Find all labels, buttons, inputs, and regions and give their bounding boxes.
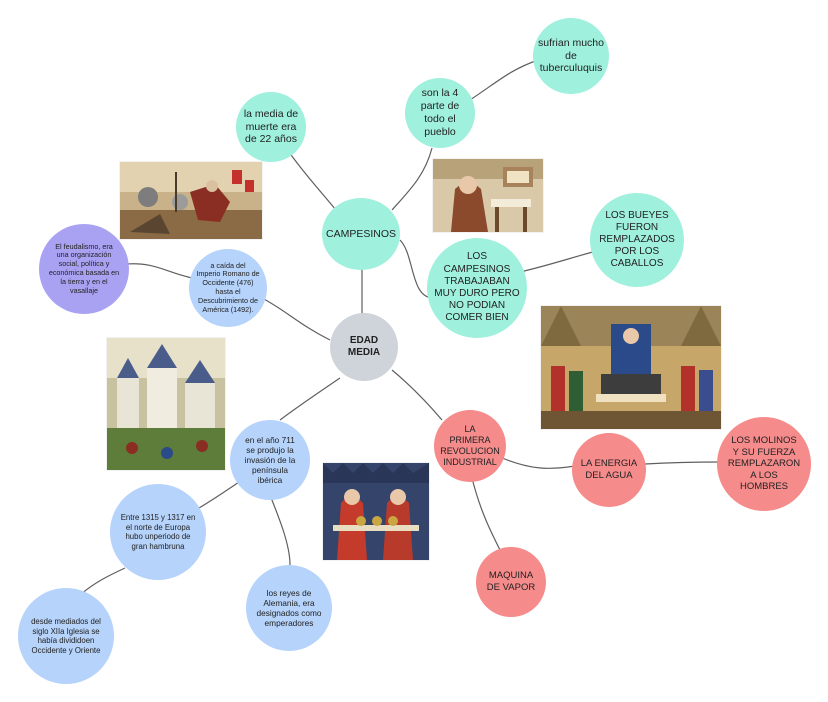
campesinos-label: CAMPESINOS [325, 227, 396, 240]
merchants-icon [323, 463, 429, 560]
media-muerte-label: la media de muerte era de 22 años [243, 107, 299, 146]
link-center-revolucion [391, 369, 443, 421]
reyes-label: los reyes de Alemania, era designados co… [256, 587, 322, 629]
link-revolucion-energia [499, 456, 576, 469]
node-invasion[interactable]: en el año 711 se produjo la invasión de … [230, 420, 310, 500]
node-campesinos[interactable]: CAMPESINOS [322, 198, 400, 270]
node-cuarta-parte[interactable]: son la 4 parte de todo el pueblo [405, 78, 475, 148]
node-caida-imperio[interactable]: a caída del Imperio Romano de Occidente … [189, 249, 267, 327]
tuberculosis-label: sufrian mucho de tuberculuquis [538, 36, 604, 75]
link-campesinos-cuarta [391, 147, 433, 211]
caida-label: a caída del Imperio Romano de Occidente … [196, 260, 260, 314]
node-bueyes[interactable]: LOS BUEYES FUERON REMPLAZADOS POR LOS CA… [590, 193, 684, 287]
revolucion-label: LA PRIMERA REVOLUCION INDUSTRIAL [440, 424, 500, 467]
link-revolucion-vapor [471, 477, 501, 551]
link-energia-molinos [644, 461, 721, 465]
node-hambruna[interactable]: Entre 1315 y 1317 en el norte de Europa … [110, 484, 206, 580]
battle-painting-icon [120, 162, 262, 239]
link-cuarta-tuberculosis [469, 59, 539, 101]
link-trabajo-bueyes [519, 249, 601, 273]
link-center-invasion [279, 377, 341, 421]
node-tuberculosis[interactable]: sufrian mucho de tuberculuquis [533, 18, 609, 94]
iglesia-label: desde mediados del siglo XIIa Iglesia se… [31, 617, 101, 655]
hambruna-label: Entre 1315 y 1317 en el norte de Europa … [120, 513, 196, 551]
link-hambruna-iglesia [79, 567, 126, 596]
node-molinos[interactable]: LOS MOLINOS Y SU FUERZA REMPLAZARON A LO… [717, 417, 811, 511]
link-center-caida [261, 297, 331, 341]
node-maquina-vapor[interactable]: MAQUINA DE VAPOR [476, 547, 546, 617]
link-invasion-reyes [267, 489, 291, 566]
feudalismo-label: El feudalismo, era una organización soci… [48, 241, 120, 295]
center-node-edad-media[interactable]: EDAD MEDIA [330, 313, 398, 381]
node-revolucion[interactable]: LA PRIMERA REVOLUCION INDUSTRIAL [434, 410, 506, 482]
node-media-muerte[interactable]: la media de muerte era de 22 años [236, 92, 306, 162]
monk-scribe-icon [433, 159, 543, 232]
link-caida-feudalismo [125, 263, 193, 279]
node-reyes[interactable]: los reyes de Alemania, era designados co… [246, 565, 332, 651]
node-feudalismo[interactable]: El feudalismo, era una organización soci… [39, 224, 129, 314]
node-iglesia[interactable]: desde mediados del siglo XIIa Iglesia se… [18, 588, 114, 684]
trabajo-label: LOS CAMPESINOS TRABAJABAN MUY DURO PERO … [434, 251, 520, 324]
node-energia-agua[interactable]: LA ENERGIA DEL AGUA [572, 433, 646, 507]
center-label: EDAD MEDIA [347, 334, 381, 358]
vapor-label: MAQUINA DE VAPOR [486, 570, 536, 593]
invasion-label: en el año 711 se produjo la invasión de … [244, 434, 296, 486]
cuarta-parte-label: son la 4 parte de todo el pueblo [420, 87, 460, 138]
node-trabajo[interactable]: LOS CAMPESINOS TRABAJABAN MUY DURO PERO … [427, 238, 527, 338]
molinos-label: LOS MOLINOS Y SU FUERZA REMPLAZARON A LO… [727, 435, 801, 493]
bueyes-label: LOS BUEYES FUERON REMPLAZADOS POR LOS CA… [599, 209, 675, 270]
energia-label: LA ENERGIA DEL AGUA [580, 458, 638, 481]
castle-city-icon [107, 338, 225, 470]
royal-court-icon [541, 306, 721, 429]
